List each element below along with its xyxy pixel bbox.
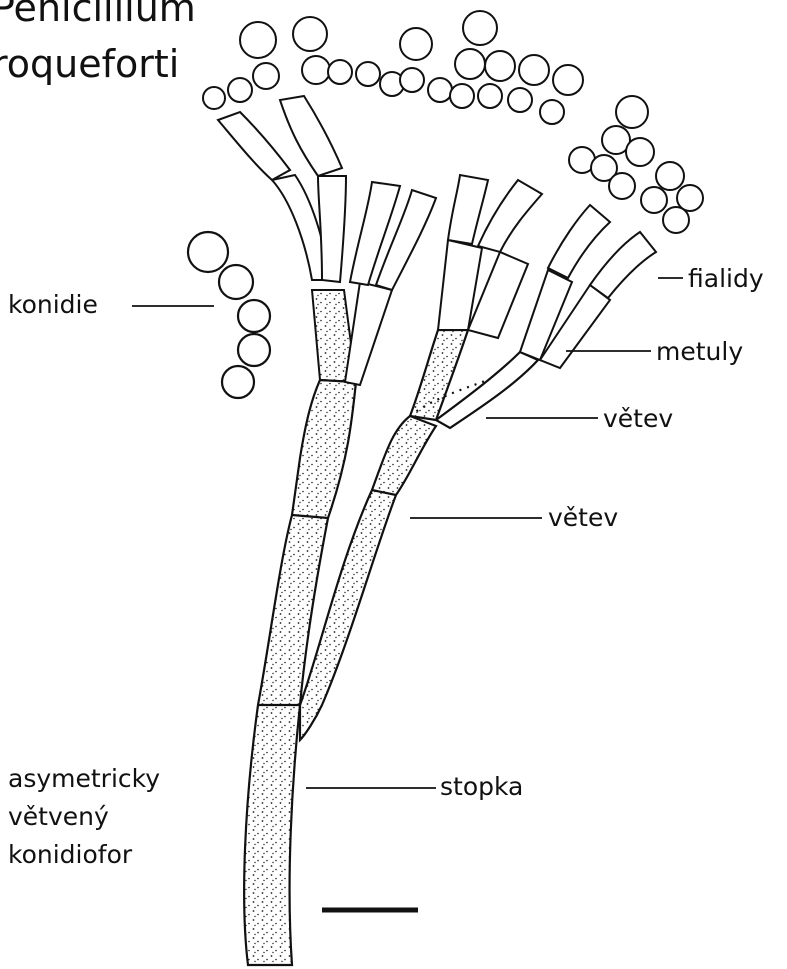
label-metuly: metuly <box>656 337 743 367</box>
label-vetev-lower: větev <box>548 503 618 533</box>
caption-line-3: konidiofor <box>8 836 132 874</box>
label-stopka: stopka <box>440 772 523 802</box>
label-konidie: konidie <box>8 290 98 320</box>
caption-line-2: větvený <box>8 798 109 836</box>
caption-line-1: asymetricky <box>8 760 160 798</box>
leader-lines <box>132 278 683 788</box>
label-vetev-upper: větev <box>603 404 673 434</box>
title-species: roqueforti <box>0 42 179 86</box>
title-genus: Penicillium <box>0 0 196 30</box>
head-conidia <box>203 11 703 233</box>
label-fialidy: fialidy <box>688 264 764 294</box>
branch-upper <box>410 330 538 428</box>
loose-conidia-chain <box>188 232 270 398</box>
phialides <box>218 96 656 298</box>
conidiophore-stalk <box>244 380 356 965</box>
